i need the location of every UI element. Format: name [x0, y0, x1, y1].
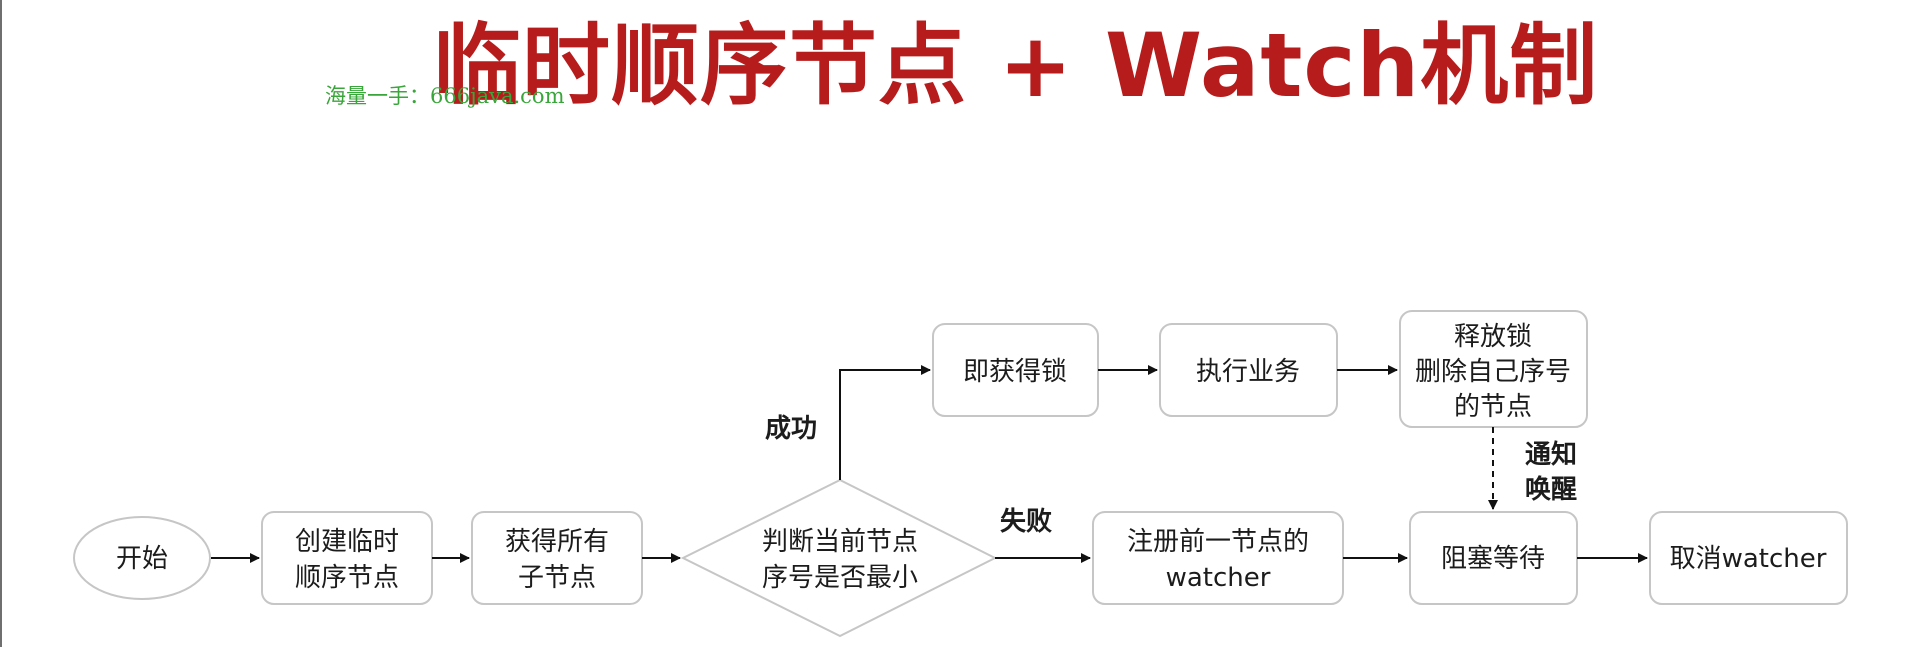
node-block-wait: 阻塞等待: [1409, 511, 1578, 605]
node-register-label-2: watcher: [1166, 563, 1271, 593]
node-judge-decision: 判断当前节点 序号是否最小: [680, 478, 998, 638]
node-cancel-watcher: 取消watcher: [1649, 511, 1848, 605]
node-acquire-lock: 即获得锁: [932, 323, 1099, 417]
node-create-label-1: 创建临时: [295, 527, 399, 557]
node-register-watcher: 注册前一节点的 watcher: [1092, 511, 1344, 605]
node-start-label: 开始: [116, 544, 168, 574]
label-success: 成功: [765, 414, 817, 444]
node-release-lock: 释放锁 删除自己序号 的节点: [1399, 310, 1588, 428]
node-release-label-1: 释放锁: [1454, 322, 1532, 352]
label-notify-1: 通知: [1525, 440, 1577, 470]
label-notify-2: 唤醒: [1525, 475, 1577, 505]
watermark-text: 海量一手：666java.com: [325, 84, 565, 108]
node-release-label-3: 的节点: [1454, 392, 1532, 422]
node-release-label-2: 删除自己序号: [1415, 357, 1571, 387]
node-block-label: 阻塞等待: [1441, 544, 1545, 574]
slide-title: 临时顺序节点 + Watch机制: [433, 14, 1599, 117]
node-start: 开始: [73, 516, 211, 600]
node-execute-label: 执行业务: [1196, 357, 1300, 387]
label-fail: 失败: [1000, 507, 1052, 537]
node-get-label-1: 获得所有: [505, 527, 609, 557]
node-judge-label-1: 判断当前节点: [762, 527, 918, 557]
node-cancel-label: 取消watcher: [1670, 544, 1827, 574]
node-get-children: 获得所有 子节点: [471, 511, 643, 605]
node-register-label-1: 注册前一节点的: [1127, 527, 1309, 557]
node-create-label-2: 顺序节点: [295, 563, 399, 593]
node-create-temp-seq: 创建临时 顺序节点: [261, 511, 433, 605]
node-execute-business: 执行业务: [1159, 323, 1338, 417]
node-acquire-label: 即获得锁: [963, 357, 1067, 387]
node-judge-label-2: 序号是否最小: [762, 563, 918, 593]
left-border: [0, 0, 2, 647]
node-get-label-2: 子节点: [518, 563, 596, 593]
edge-judge-to-acquire: [839, 365, 931, 480]
